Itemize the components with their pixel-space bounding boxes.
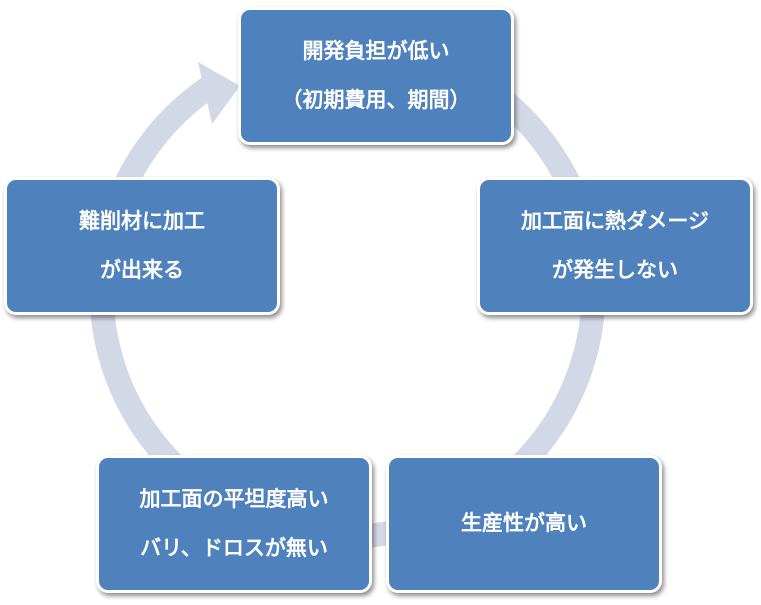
- node-2-line-2: が発生しない: [552, 258, 678, 282]
- node-high-flatness-no-burrs: 加工面の平坦度高い バリ、ドロスが無い: [96, 455, 372, 593]
- node-hard-material-processing: 難削材に加工 が出来る: [4, 177, 280, 315]
- node-2-line-1: 加工面に熱ダメージ: [521, 208, 709, 233]
- node-1-line-1: 開発負担が低い: [302, 38, 450, 63]
- node-1-line-2: （初期費用、期間）: [281, 88, 471, 112]
- node-5-line-1: 難削材に加工: [79, 208, 205, 233]
- node-3-line-1: 生産性が高い: [461, 511, 587, 536]
- node-no-thermal-damage: 加工面に熱ダメージ が発生しない: [477, 177, 753, 315]
- node-4-line-1: 加工面の平坦度高い: [139, 486, 329, 511]
- node-low-development-burden: 開発負担が低い （初期費用、期間）: [238, 7, 514, 145]
- cycle-arrowhead: [198, 62, 240, 124]
- node-5-line-2: が出来る: [100, 258, 184, 282]
- node-4-line-2: バリ、ドロスが無い: [140, 536, 328, 560]
- node-high-productivity: 生産性が高い: [386, 455, 662, 593]
